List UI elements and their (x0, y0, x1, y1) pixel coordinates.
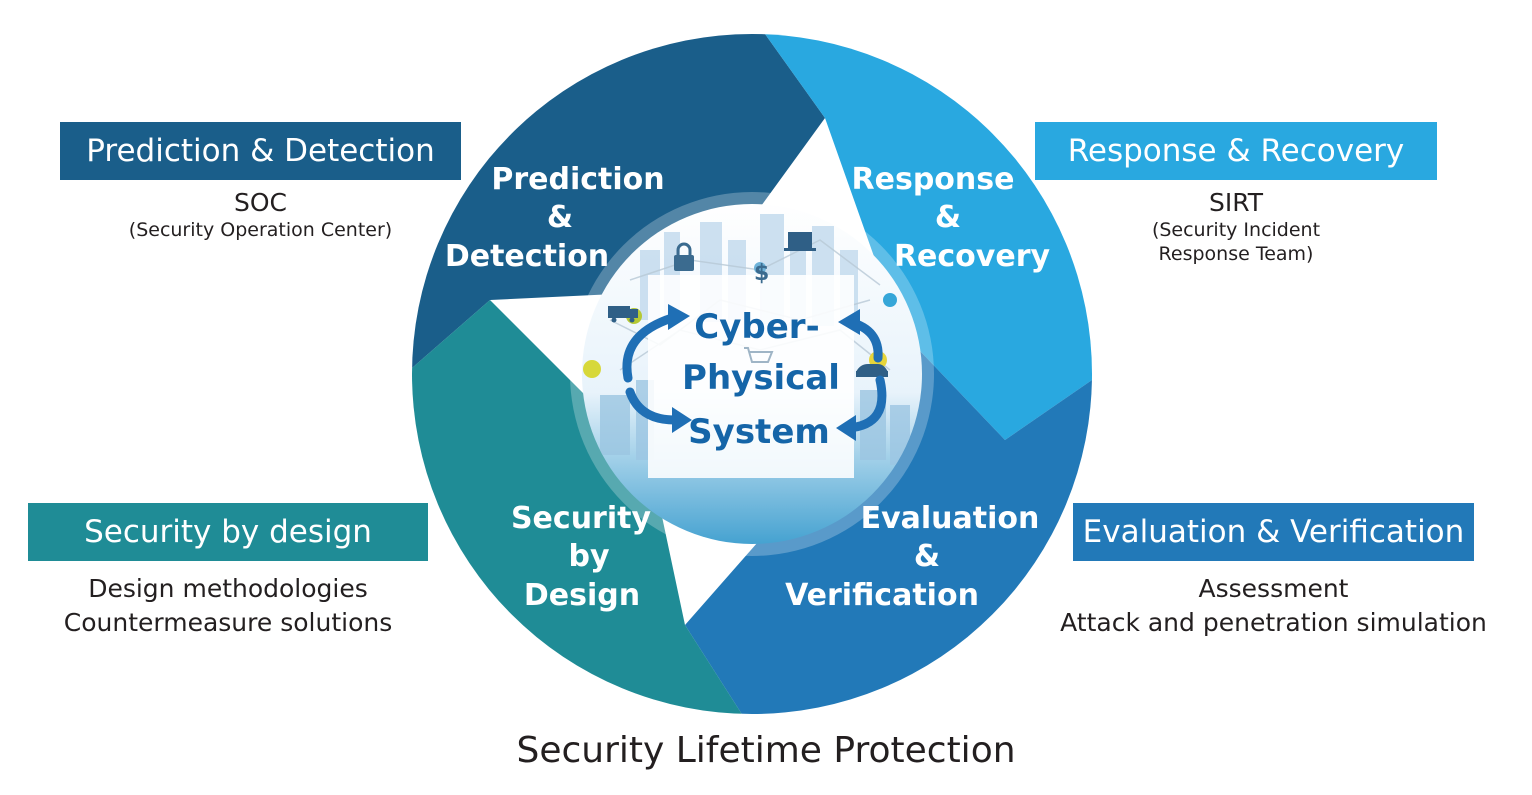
security-by-design-description: Design methodologies Countermeasure solu… (28, 572, 428, 640)
arrow-head-bottom-right (836, 415, 856, 441)
response-segment-line-2: & (935, 200, 961, 235)
evaluation-verification-description: Assessment Attack and penetration simula… (1033, 572, 1514, 640)
arrow-left-top (622, 313, 677, 383)
center-line-3: System (688, 412, 830, 452)
sirt-sublabel-2: Response Team) (1158, 243, 1314, 265)
truck-icon (608, 306, 638, 323)
prediction-detection-title-box: Prediction & Detection (60, 122, 461, 180)
design-segment-line-2: by (568, 539, 609, 574)
center-line-1: Cyber- (694, 307, 819, 347)
svg-text:$: $ (754, 261, 769, 286)
design-segment-line-1: Security (511, 501, 652, 536)
security-by-design-title-box: Security by design (28, 503, 428, 561)
arrow-head-top-left (668, 304, 690, 330)
sirt-label: SIRT (1208, 188, 1264, 217)
arrow-head-top-right (838, 309, 860, 335)
response-recovery-description: SIRT (Security Incident Response Team) (1035, 188, 1437, 266)
car-icon (856, 364, 888, 377)
design-line-1: Design methodologies (88, 574, 368, 603)
evaluation-segment-line-2: & (914, 539, 940, 574)
prediction-detection-description: SOC (Security Operation Center) (60, 188, 461, 242)
design-segment-line-3: Design (524, 578, 640, 613)
prediction-segment-line-1: Prediction (491, 162, 664, 197)
arrow-left-bottom (625, 387, 680, 425)
lock-icon (674, 242, 694, 271)
sirt-sublabel-1: (Security Incident (1151, 219, 1321, 241)
prediction-segment-line-3: Detection (445, 239, 609, 274)
evaluation-verification-title-box: Evaluation & Verification (1073, 503, 1474, 561)
response-segment-line-3: Recovery (894, 239, 1051, 274)
evaluation-line-2: Attack and penetration simulation (1060, 608, 1487, 637)
evaluation-segment-line-3: Verification (785, 578, 979, 613)
design-line-2: Countermeasure solutions (63, 608, 393, 637)
laptop-icon (784, 232, 816, 251)
prediction-segment-line-2: & (547, 200, 573, 235)
response-segment-line-1: Response (852, 162, 1015, 197)
response-recovery-title-box: Response & Recovery (1035, 122, 1437, 180)
dollar-icon: $ (754, 261, 769, 286)
evaluation-segment-line-1: Evaluation (861, 501, 1040, 536)
arrow-heads (668, 304, 860, 441)
center-line-2: Physical (682, 358, 840, 398)
center-panel (648, 275, 854, 478)
soc-sublabel: (Security Operation Center) (128, 219, 393, 241)
arrow-head-bottom-left (672, 407, 692, 433)
evaluation-line-1: Assessment (1198, 574, 1349, 603)
cart-icon (744, 347, 774, 363)
diagram-caption: Security Lifetime Protection (516, 730, 1016, 771)
soc-label: SOC (233, 188, 287, 217)
